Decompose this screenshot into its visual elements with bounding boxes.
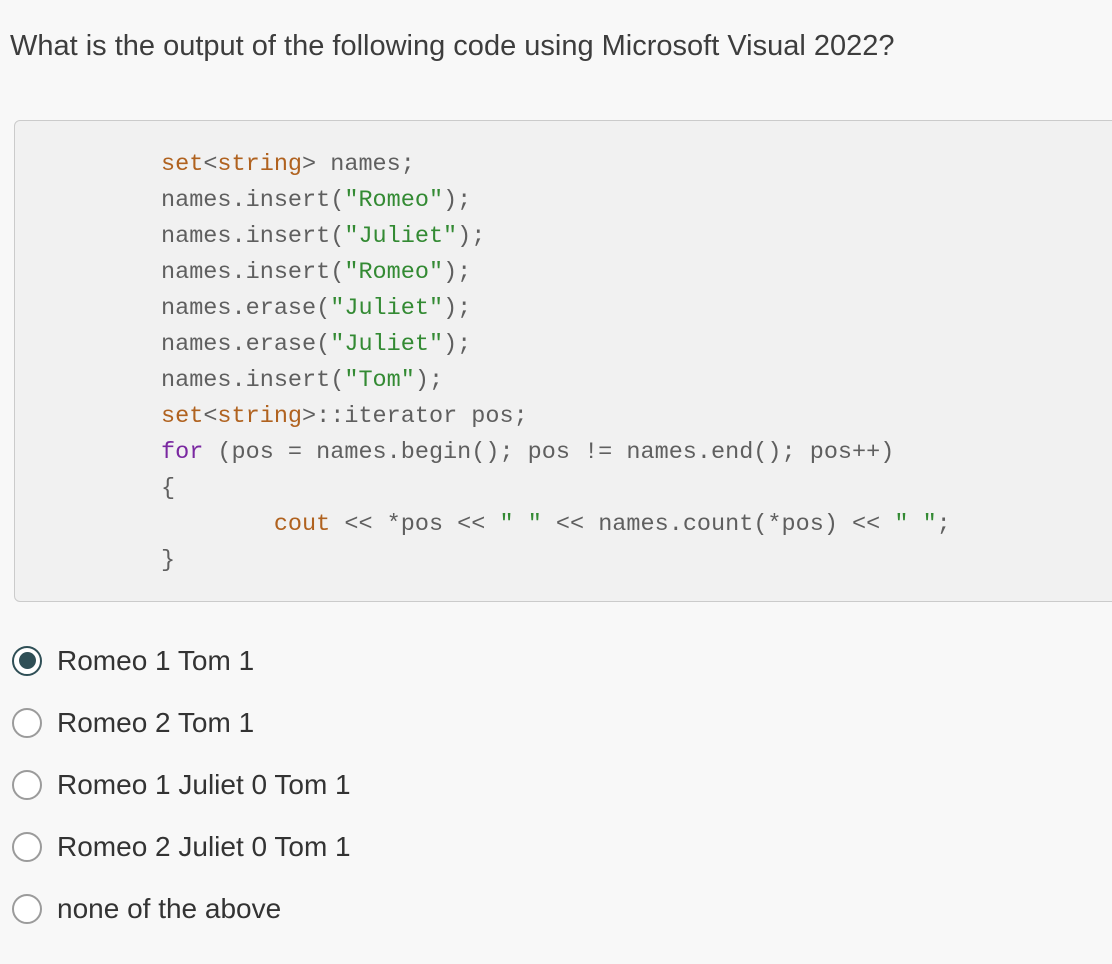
code-token-plain <box>161 511 274 538</box>
answer-option-label: Romeo 2 Tom 1 <box>57 707 255 738</box>
code-line: names.erase("Juliet"); <box>161 291 1112 327</box>
radio-button[interactable] <box>12 831 42 862</box>
code-token-plain: < <box>203 151 218 178</box>
code-token-string: "Romeo" <box>344 187 444 214</box>
code-token-type: string <box>217 403 303 430</box>
code-token-string: " " <box>499 511 542 538</box>
radio-button-selected[interactable] <box>12 645 42 676</box>
answer-option-5[interactable]: none of the above <box>12 889 351 928</box>
radio-dot <box>18 652 36 669</box>
code-token-plain: } <box>161 547 176 574</box>
code-line: for (pos = names.begin(); pos != names.e… <box>161 435 1112 471</box>
code-token-type: cout <box>273 511 331 538</box>
code-token-plain: { <box>161 475 176 502</box>
code-line: set<string>::iterator pos; <box>161 399 1112 435</box>
code-line: names.insert("Romeo"); <box>161 183 1112 219</box>
code-token-string: " " <box>894 511 937 538</box>
radio-button[interactable] <box>12 893 42 924</box>
code-line: names.insert("Juliet"); <box>161 219 1112 255</box>
code-token-string: "Juliet" <box>330 295 444 322</box>
code-token-plain: ); <box>443 295 472 322</box>
code-block: set<string> names;names.insert("Romeo");… <box>15 121 1112 579</box>
answer-option-label: Romeo 1 Juliet 0 Tom 1 <box>57 769 351 800</box>
code-token-plain: << names.count(*pos) << <box>541 511 895 538</box>
answer-option-4[interactable]: Romeo 2 Juliet 0 Tom 1 <box>12 827 351 866</box>
code-token-string: "Romeo" <box>344 259 444 286</box>
code-token-plain: names.erase( <box>161 295 331 322</box>
radio-button[interactable] <box>12 769 42 800</box>
code-token-plain: >::iterator pos; <box>302 403 528 430</box>
code-token-string: "Juliet" <box>330 331 444 358</box>
code-line: } <box>161 543 1112 579</box>
code-line: cout << *pos << " " << names.count(*pos)… <box>161 507 1112 543</box>
code-token-plain: > names; <box>302 151 415 178</box>
question-title: What is the output of the following code… <box>10 30 895 62</box>
code-token-plain: ); <box>457 223 486 250</box>
radio-button[interactable] <box>12 707 42 738</box>
answer-option-2[interactable]: Romeo 2 Tom 1 <box>12 703 351 742</box>
code-line: names.erase("Juliet"); <box>161 327 1112 363</box>
code-line: names.insert("Tom"); <box>161 363 1112 399</box>
code-token-plain: names.erase( <box>161 331 331 358</box>
code-token-plain: ); <box>443 259 472 286</box>
code-token-plain: < <box>203 403 218 430</box>
answer-option-3[interactable]: Romeo 1 Juliet 0 Tom 1 <box>12 765 351 804</box>
code-token-plain: << *pos << <box>330 511 500 538</box>
code-token-plain: ); <box>443 187 472 214</box>
code-token-plain: names.insert( <box>161 223 345 250</box>
code-token-control: for <box>161 439 204 466</box>
code-token-plain: names.insert( <box>161 187 345 214</box>
code-token-type: set <box>161 151 204 178</box>
code-token-plain: ); <box>414 367 444 394</box>
answer-option-1[interactable]: Romeo 1 Tom 1 <box>12 641 351 680</box>
answer-option-label: Romeo 1 Tom 1 <box>57 645 255 676</box>
code-line: { <box>161 471 1112 507</box>
code-token-plain: names.insert( <box>161 259 345 286</box>
answer-option-label: Romeo 2 Juliet 0 Tom 1 <box>57 831 351 862</box>
code-token-plain: (pos = names.begin(); pos != names.end()… <box>203 439 895 466</box>
code-token-type: string <box>217 151 303 178</box>
code-token-string: "Tom" <box>344 367 415 394</box>
code-line: set<string> names; <box>161 147 1112 183</box>
code-token-plain: ; <box>936 511 951 538</box>
code-token-plain: ); <box>443 331 472 358</box>
code-token-type: set <box>161 403 204 430</box>
code-token-plain: names.insert( <box>161 367 345 394</box>
code-line: names.insert("Romeo"); <box>161 255 1112 291</box>
answer-options: Romeo 1 Tom 1 Romeo 2 Tom 1 Romeo 1 Juliet… <box>12 641 351 951</box>
code-token-string: "Juliet" <box>344 223 458 250</box>
answer-option-label: none of the above <box>57 893 282 924</box>
code-block-panel: set<string> names;names.insert("Romeo");… <box>14 120 1112 602</box>
